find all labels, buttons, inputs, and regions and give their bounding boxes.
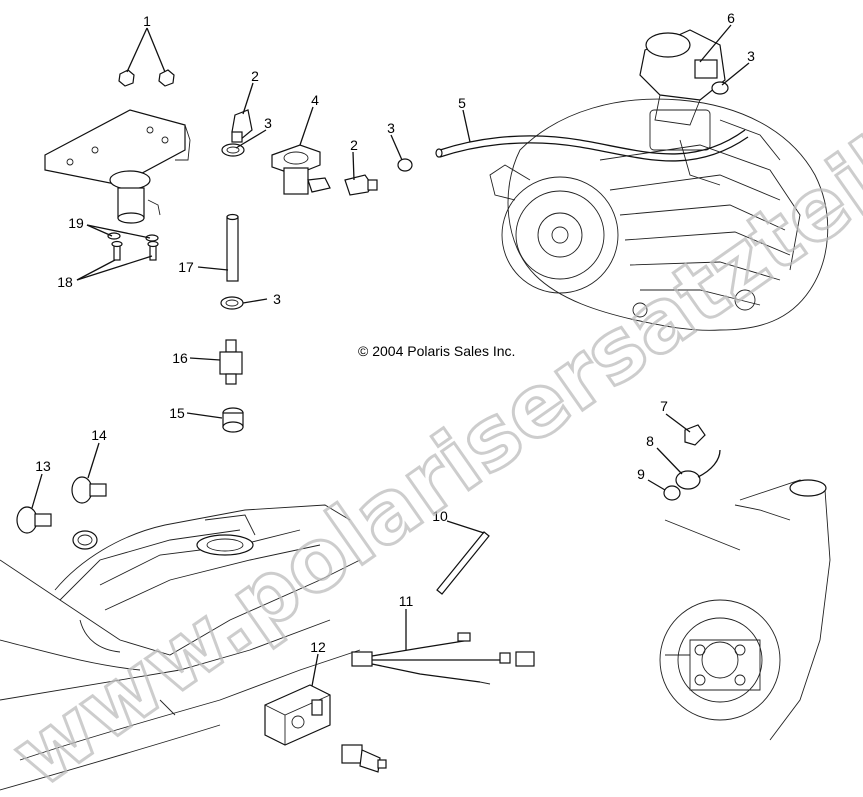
- callout-18: 18: [57, 274, 73, 290]
- callout-4: 4: [311, 92, 319, 108]
- callout-7: 7: [660, 398, 668, 414]
- callout-17: 17: [178, 259, 194, 275]
- callout-15: 15: [169, 405, 185, 421]
- callout-11: 11: [399, 593, 414, 609]
- brake-knuckle-illustration: [659, 479, 831, 741]
- cap-part-14: [71, 476, 107, 504]
- fitting-part-2-lower: [344, 174, 378, 196]
- box-part-12: [264, 684, 331, 746]
- callout-19: 19: [68, 215, 84, 231]
- callout-3-upper-left: 3: [264, 115, 272, 131]
- callout-16: 16: [172, 350, 188, 366]
- nuts-part-1: [118, 69, 175, 87]
- spacer-part-9: [663, 485, 681, 501]
- callout-2-lower: 2: [350, 137, 358, 153]
- callout-2-upper: 2: [251, 68, 259, 84]
- engine-illustration: [489, 98, 829, 331]
- callout-10: 10: [432, 508, 448, 524]
- fitting-part-2-upper: [231, 109, 253, 143]
- callout-5: 5: [458, 95, 466, 111]
- grommet-part-15: [222, 407, 244, 433]
- callout-3-lower: 3: [273, 291, 281, 307]
- ring-gasket: [72, 530, 98, 550]
- bolts-part-18: [111, 240, 159, 261]
- callout-1: 1: [143, 13, 151, 29]
- leader-lines: [31, 24, 750, 687]
- clamp-part-3-c: [711, 81, 729, 95]
- pressure-switch: [341, 744, 387, 773]
- callout-3-engine: 3: [747, 48, 755, 64]
- filter-part-16: [219, 339, 243, 385]
- cap-part-13: [16, 506, 52, 534]
- bolt-part-7: [684, 424, 706, 446]
- callout-8: 8: [646, 433, 654, 449]
- callout-13: 13: [35, 458, 51, 474]
- clamp-part-3-d: [220, 296, 244, 310]
- solenoid-part-4: [271, 144, 331, 195]
- callout-6: 6: [727, 10, 735, 26]
- callout-9: 9: [637, 466, 645, 482]
- sensor-part-8: [675, 449, 721, 490]
- callout-labels: 1 2 3 4 2 3 5 6 3 19 18 17 3 16 15 7 8 9…: [35, 10, 755, 655]
- tube-part-17: [226, 213, 239, 282]
- wiring-harness-part-11: [351, 632, 535, 685]
- rod-part-10: [436, 531, 490, 595]
- callout-3-middle: 3: [387, 120, 395, 136]
- callout-14: 14: [91, 427, 107, 443]
- callout-12: 12: [310, 639, 326, 655]
- clamp-part-3-b: [397, 158, 413, 172]
- breather-hose-part-5: [435, 129, 749, 162]
- bracket-assembly: [44, 109, 191, 224]
- carburetor-part-6: [639, 29, 726, 126]
- frame-fuel-tank-illustration: [0, 504, 361, 791]
- copyright-text: © 2004 Polaris Sales Inc.: [358, 343, 515, 359]
